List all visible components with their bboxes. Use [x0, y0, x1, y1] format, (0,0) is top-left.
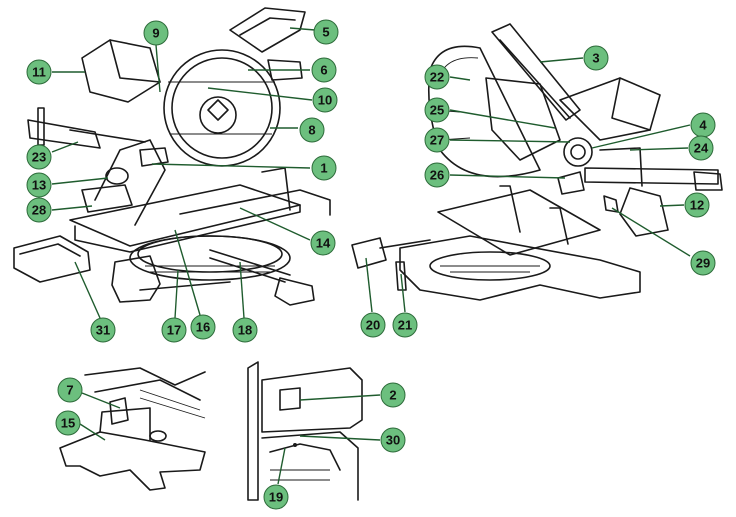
- callout-11: 11: [26, 59, 52, 85]
- leader-lines: [51, 27, 691, 485]
- callout-number: 24: [694, 141, 709, 156]
- callout-22: 22: [424, 64, 450, 90]
- callout-23: 23: [26, 144, 52, 170]
- callout-number: 29: [696, 256, 710, 271]
- callout-5: 5: [313, 19, 339, 45]
- callout-3: 3: [583, 45, 609, 71]
- callout-number: 26: [430, 168, 444, 183]
- callout-26: 26: [424, 162, 450, 188]
- callout-29: 29: [690, 250, 716, 276]
- callout-number: 16: [196, 320, 210, 335]
- callout-31: 31: [90, 317, 116, 343]
- callout-number: 28: [32, 203, 46, 218]
- callout-14: 14: [310, 230, 336, 256]
- callout-number: 2: [389, 388, 396, 403]
- callout-24: 24: [688, 135, 714, 161]
- callout-number: 4: [699, 118, 707, 133]
- callout-number: 22: [430, 70, 444, 85]
- callout-28: 28: [26, 197, 52, 223]
- callout-10: 10: [312, 87, 338, 113]
- callout-number: 15: [61, 416, 75, 431]
- callout-4: 4: [690, 112, 716, 138]
- callout-2: 2: [380, 382, 406, 408]
- saw-right-view: [351, 23, 723, 301]
- callout-6: 6: [311, 57, 337, 83]
- callout-number: 10: [318, 93, 332, 108]
- callout-9: 9: [143, 20, 169, 46]
- callout-number: 20: [366, 318, 380, 333]
- callout-number: 21: [398, 318, 412, 333]
- saw-left-view: [13, 7, 331, 306]
- callout-15: 15: [55, 410, 81, 436]
- callout-21: 21: [392, 312, 418, 338]
- callout-number: 23: [32, 150, 46, 165]
- callout-number: 27: [430, 133, 444, 148]
- callout-number: 12: [690, 198, 704, 213]
- callout-number: 19: [269, 490, 283, 505]
- callout-number: 30: [386, 433, 400, 448]
- callout-18: 18: [232, 317, 258, 343]
- callout-number: 11: [32, 65, 46, 80]
- callout-number: 7: [66, 383, 73, 398]
- callout-19: 19: [263, 484, 289, 510]
- callout-number: 1: [320, 161, 327, 176]
- detail-base-view: [59, 367, 206, 491]
- callout-25: 25: [424, 97, 450, 123]
- callout-number: 9: [152, 26, 159, 41]
- callout-30: 30: [380, 427, 406, 453]
- detail-housing-view: [247, 361, 363, 501]
- callout-number: 25: [430, 103, 444, 118]
- callout-8: 8: [299, 117, 325, 143]
- callout-13: 13: [26, 172, 52, 198]
- callout-number: 31: [96, 323, 110, 338]
- callout-number: 17: [167, 323, 181, 338]
- callout-number: 18: [238, 323, 252, 338]
- callout-number: 8: [308, 123, 315, 138]
- callout-number: 6: [320, 63, 327, 78]
- callout-number: 14: [316, 236, 331, 251]
- callout-1: 1: [311, 155, 337, 181]
- callout-20: 20: [360, 312, 386, 338]
- callout-27: 27: [424, 127, 450, 153]
- callout-17: 17: [161, 317, 187, 343]
- callout-12: 12: [684, 192, 710, 218]
- callout-number: 5: [322, 25, 329, 40]
- callout-number: 13: [32, 178, 46, 193]
- callout-number: 3: [592, 51, 599, 66]
- callout-7: 7: [57, 377, 83, 403]
- callout-16: 16: [190, 314, 216, 340]
